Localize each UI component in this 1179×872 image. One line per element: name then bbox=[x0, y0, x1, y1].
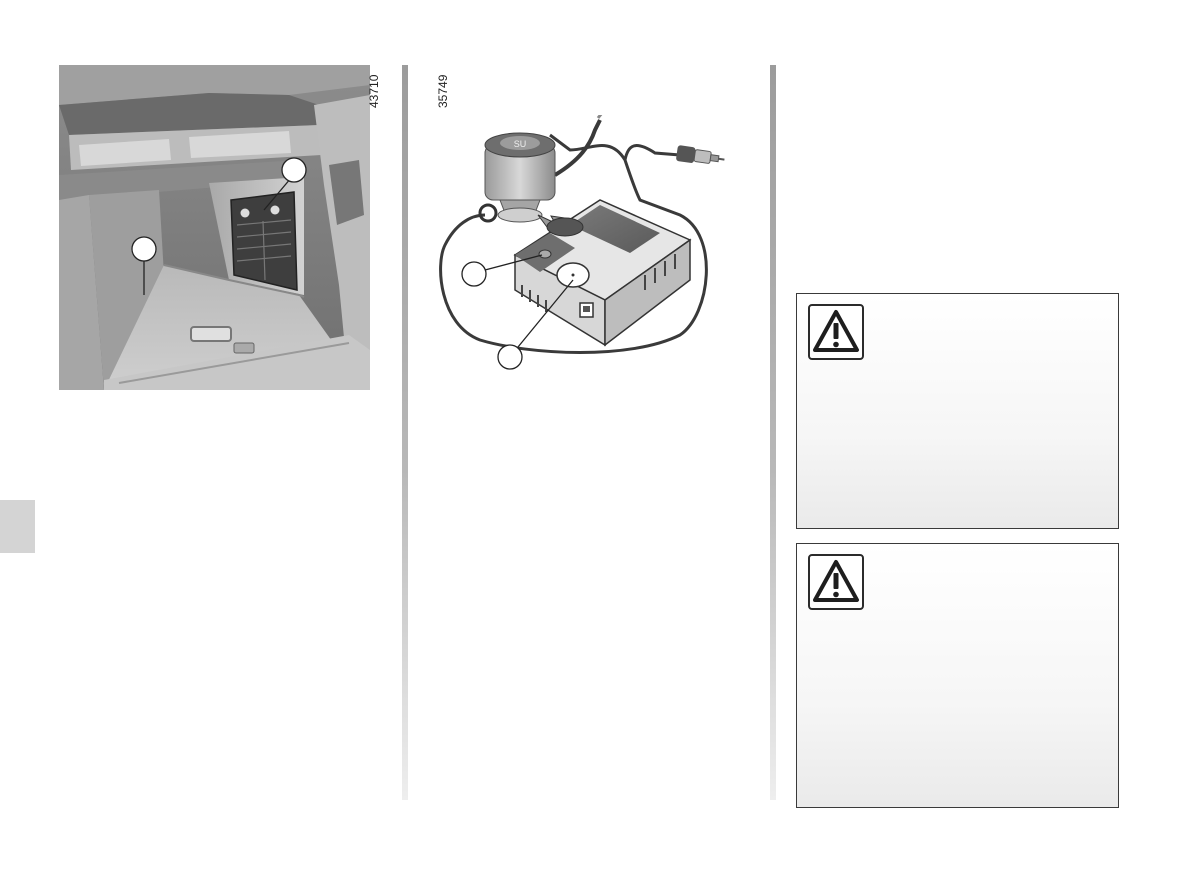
warning-triangle-icon bbox=[808, 554, 864, 610]
compressor-callout-1-circle bbox=[461, 261, 487, 287]
trunk-drawing bbox=[59, 65, 370, 390]
svg-text:SU: SU bbox=[514, 139, 527, 149]
column-divider-right bbox=[770, 65, 776, 800]
chapter-tab-marker bbox=[0, 500, 35, 553]
trunk-figure-ref-code: 43710 bbox=[367, 74, 381, 108]
compressor-callout-1-leader bbox=[484, 254, 543, 271]
floor-callout-circle bbox=[131, 236, 157, 262]
compressor-callout-2-leader bbox=[517, 279, 574, 348]
column-divider-left bbox=[402, 65, 408, 800]
warning-triangle-icon bbox=[808, 304, 864, 360]
panel-callout-leader bbox=[263, 177, 292, 211]
trunk-illustration bbox=[59, 65, 370, 390]
compressor-callout-2-circle bbox=[497, 344, 523, 370]
compressor-drawing: SU bbox=[439, 112, 725, 370]
compressor-figure-ref-code: 35749 bbox=[436, 74, 450, 108]
compressor-illustration: SU bbox=[430, 112, 750, 375]
warning-box-2 bbox=[796, 543, 1119, 808]
warning-box-1 bbox=[796, 293, 1119, 529]
panel-callout-circle bbox=[281, 157, 307, 183]
